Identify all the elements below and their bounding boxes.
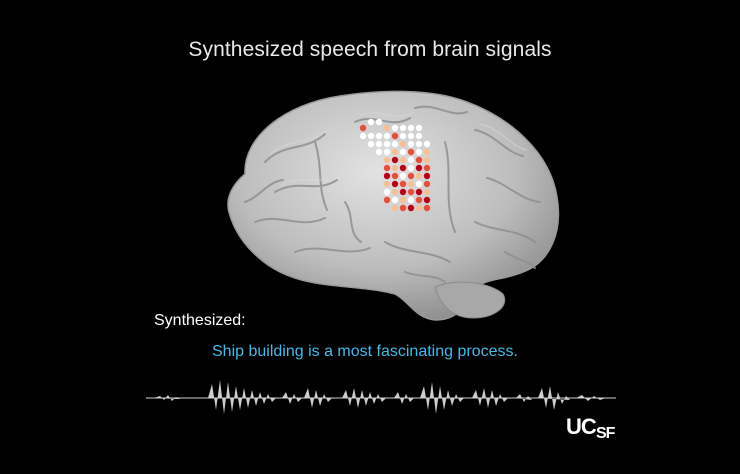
brain-image (227, 90, 560, 321)
slide-title: Synthesized speech from brain signals (188, 38, 552, 61)
synthesized-label: Synthesized: (154, 312, 246, 329)
svg-text:SF: SF (596, 425, 616, 440)
speech-waveform (146, 380, 616, 414)
electrode-grid (359, 118, 431, 212)
synthesized-sentence: Ship building is a most fascinating proc… (212, 343, 518, 360)
ucsf-logo: UC SF (566, 414, 617, 440)
svg-text:UC: UC (566, 414, 597, 439)
